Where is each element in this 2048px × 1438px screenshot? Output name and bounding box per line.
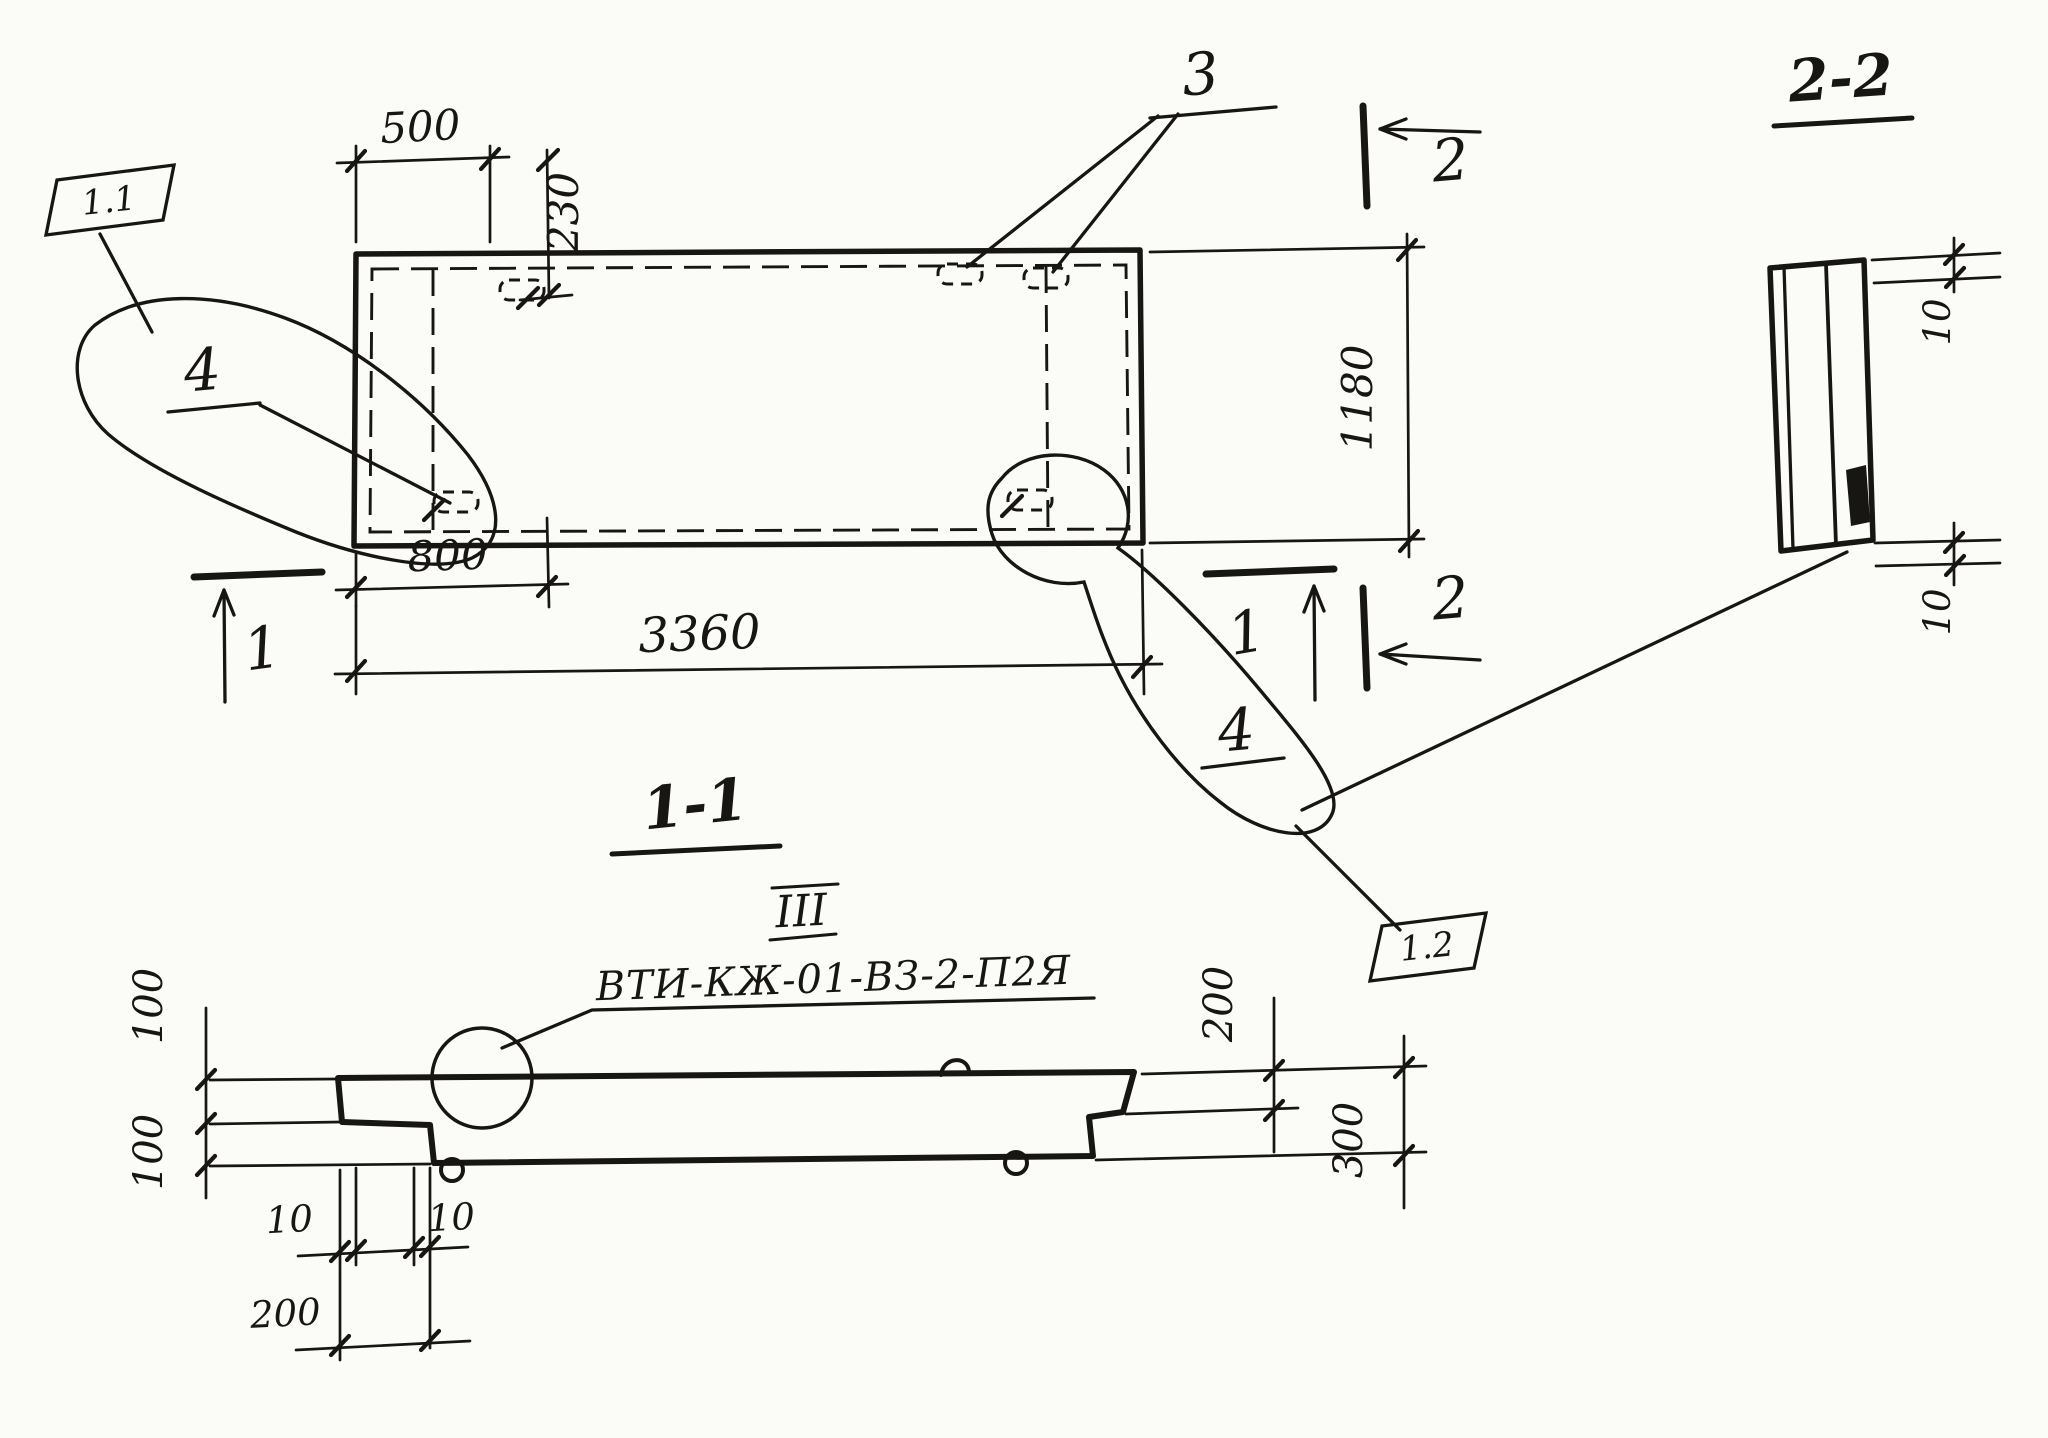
top-loop-icon	[939, 1058, 971, 1077]
dim-10-top: 10	[1870, 236, 2002, 346]
dim-100-left-group: 100 100	[126, 968, 432, 1200]
slab-profile	[335, 1069, 1137, 1166]
dim-3360-text: 3360	[637, 604, 761, 664]
anchor-mark-top-left	[498, 278, 546, 302]
flag-1-1-leader	[98, 232, 154, 334]
plan-view: 500 230 1180 800 3360	[43, 39, 1849, 983]
dim-230: 230	[518, 147, 588, 308]
detail-roman-bars	[768, 882, 840, 942]
dim-10-bottom-text: 10	[1916, 588, 1959, 635]
callout-3-underline	[1148, 105, 1278, 120]
blob-outline	[75, 296, 498, 566]
detail-roman-label: III	[773, 885, 830, 939]
flag-1-2: 1.2	[1367, 911, 1489, 983]
section-2-2-title: 2-2	[1785, 40, 1895, 115]
panel-section-outline	[1767, 257, 1876, 554]
plan-outline	[351, 247, 1146, 549]
lifting-hook-left-icon	[439, 1157, 465, 1183]
flag-1-1: 1.1	[43, 163, 177, 334]
panel-filled-detail	[1846, 465, 1870, 526]
callout-3: 3	[965, 39, 1278, 274]
section-1-left-label: 1	[239, 612, 285, 684]
section-mark-1-left: 1	[190, 568, 326, 704]
anchor-mark-bottom-right	[1006, 488, 1054, 512]
dim-300-text: 300	[1326, 1102, 1372, 1178]
section-mark-1-right: 1	[1202, 565, 1338, 702]
dim-1180-text: 1180	[1333, 345, 1382, 452]
lifting-hook-right-icon	[1003, 1150, 1029, 1176]
section-arrow-up-icon	[1302, 584, 1326, 702]
section-1-1-view: 1-1 III ВТИ-КЖ-01-ВЗ-2-П2Я 100 100 10 10	[126, 765, 1428, 1362]
callout-3-label: 3	[1179, 39, 1222, 110]
dim-right-group: 200 300	[1094, 966, 1428, 1210]
anchor-mark-bottom-left	[432, 490, 480, 514]
dim-10-top-text: 10	[1916, 298, 1959, 345]
dim-500-text: 500	[379, 100, 462, 153]
detail-blob-left: 4	[75, 296, 498, 566]
detail-blob-right: 4	[986, 453, 1402, 932]
dim-200-bottom-text: 200	[248, 1290, 322, 1337]
section-arrow-left-icon	[1378, 642, 1482, 666]
flag-1-2-leader	[1294, 824, 1402, 932]
plan-dashed-contour	[368, 263, 1131, 534]
panel-layer-divider	[1824, 262, 1838, 547]
dim-10-right-text: 10	[427, 1195, 476, 1240]
section22-to-detail-leader	[1300, 550, 1849, 812]
section-arrow-left-icon	[1378, 117, 1482, 141]
section-2-bottom-label: 2	[1428, 563, 1472, 634]
section-1-1-title: 1-1	[639, 765, 750, 844]
dim-230-text: 230	[539, 172, 588, 253]
dim-1180: 1180	[1148, 232, 1426, 559]
anchor-mark-top-b	[1022, 266, 1070, 290]
blob-outline	[986, 453, 1336, 836]
callout-4-right-label: 4	[1214, 695, 1258, 766]
callout-4-left-label: 4	[180, 335, 224, 406]
section-2-2-title-underline	[1771, 115, 1915, 129]
flag-1-1-label: 1.1	[80, 178, 138, 223]
callout-4-right-underline	[1200, 756, 1286, 770]
section-mark-2-bottom: 2	[1359, 563, 1482, 692]
anchor-marks	[421, 262, 1070, 523]
dim-10-left-text: 10	[265, 1197, 314, 1242]
dim-bottom-left-group: 10 10 200	[248, 1166, 476, 1362]
anchor-mark-top-a	[936, 262, 984, 286]
section-1-right-label: 1	[1222, 596, 1270, 669]
section-2-top-label: 2	[1428, 125, 1472, 196]
flag-shape	[1367, 911, 1489, 983]
flag-1-2-label: 1.2	[1398, 924, 1456, 969]
section-1-1-title-underline	[609, 843, 783, 857]
section-arrow-up-icon	[212, 588, 236, 704]
marking-leader	[500, 996, 1096, 1050]
dim-200-right-text: 200	[1196, 966, 1242, 1043]
section-mark-2-top: 2	[1359, 102, 1482, 210]
dim-3360: 3360	[333, 548, 1164, 696]
dim-10-bottom: 10	[1873, 521, 2002, 636]
plan-dashed-axis-right	[1044, 265, 1050, 530]
dim-100-bottom-text: 100	[126, 1114, 172, 1190]
panel-inner-line	[1782, 265, 1795, 551]
anchor-ticks	[421, 285, 1025, 523]
dim-100-top-text: 100	[126, 968, 172, 1044]
callout-4-left-leader	[166, 401, 452, 505]
section-2-2-view: 2-2 10 10	[1767, 40, 2002, 636]
flag-shape	[43, 163, 177, 237]
callout-3-leaders	[965, 112, 1180, 274]
dim-500: 500	[335, 100, 511, 244]
